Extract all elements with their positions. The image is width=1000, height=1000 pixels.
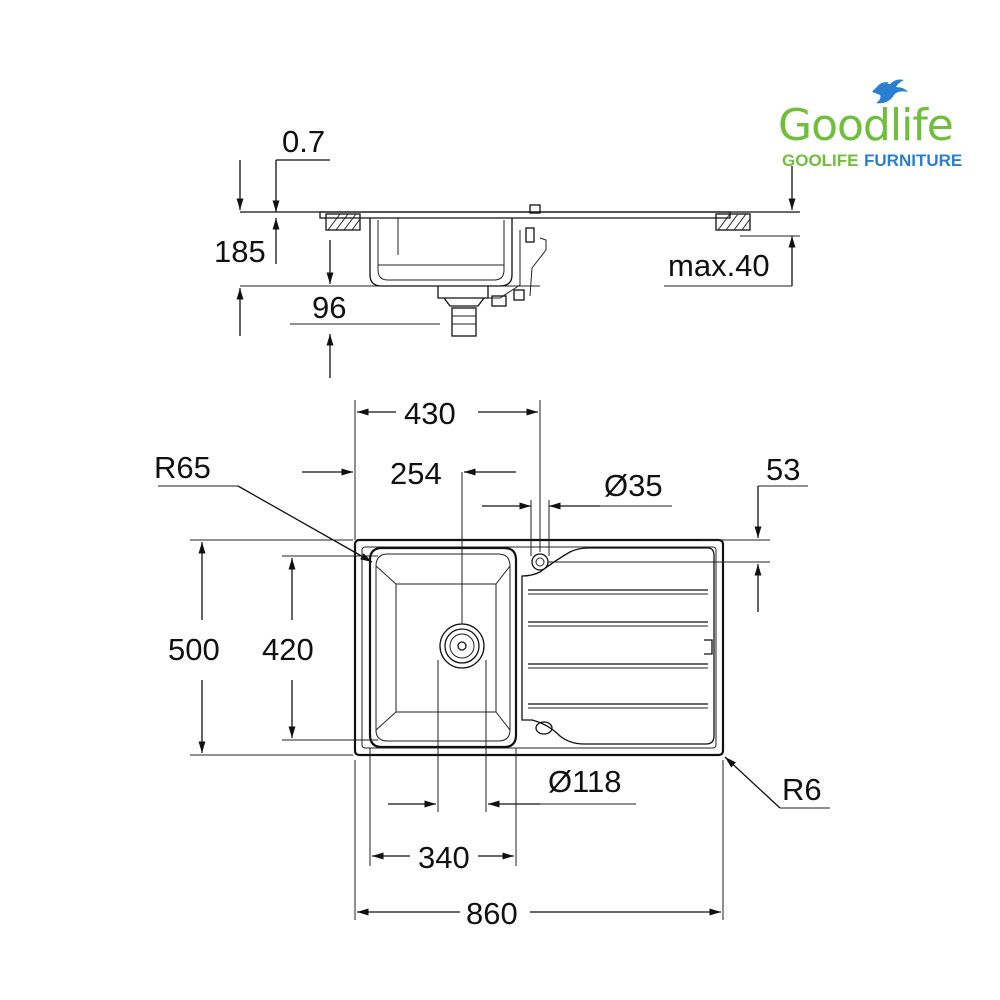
dim-bowl-width: 420 <box>262 632 314 667</box>
dim-total-width: 500 <box>168 632 220 667</box>
dim-total-depth: 185 <box>214 234 266 269</box>
dim-total-length: 860 <box>466 896 518 931</box>
dim-waste-diameter: Ø118 <box>548 764 622 799</box>
logo-subtitle-a: GOOLIFE <box>782 151 859 170</box>
dim-outlet-height: 96 <box>312 290 346 325</box>
sink-outline <box>353 538 725 757</box>
hatch-right <box>715 213 751 231</box>
goodlife-logo: Goodlife GOOLIFE FURNITURE <box>778 79 962 170</box>
dim-tap-hole-offset: 53 <box>766 452 800 487</box>
dim-bowl-length: 340 <box>418 840 470 875</box>
side-view: 0.7 185 96 max.40 <box>214 124 800 378</box>
dim-tap-hole-diameter: Ø35 <box>604 468 663 503</box>
overflow-icon <box>535 721 553 735</box>
bowl-outline <box>368 546 518 749</box>
logo-subtitle-b: FURNITURE <box>864 151 962 170</box>
dim-bowl-center-to-tap: 430 <box>404 396 456 431</box>
dim-sheet-thickness: 0.7 <box>282 124 325 159</box>
tap-hole-icon <box>531 553 549 571</box>
hatch-left <box>325 213 361 231</box>
bird-icon <box>872 79 908 104</box>
top-view: 430 254 R65 Ø35 53 500 42 <box>154 396 830 931</box>
dim-bowl-center-offset: 254 <box>390 456 442 491</box>
dim-corner-radius-bowl: R65 <box>154 450 211 485</box>
waste-outlet-icon <box>439 623 485 669</box>
dim-outer-radius: R6 <box>782 772 822 807</box>
drainer-outline <box>521 547 715 745</box>
dim-max-worktop: max.40 <box>668 248 770 283</box>
logo-wordmark: Goodlife <box>778 100 953 151</box>
